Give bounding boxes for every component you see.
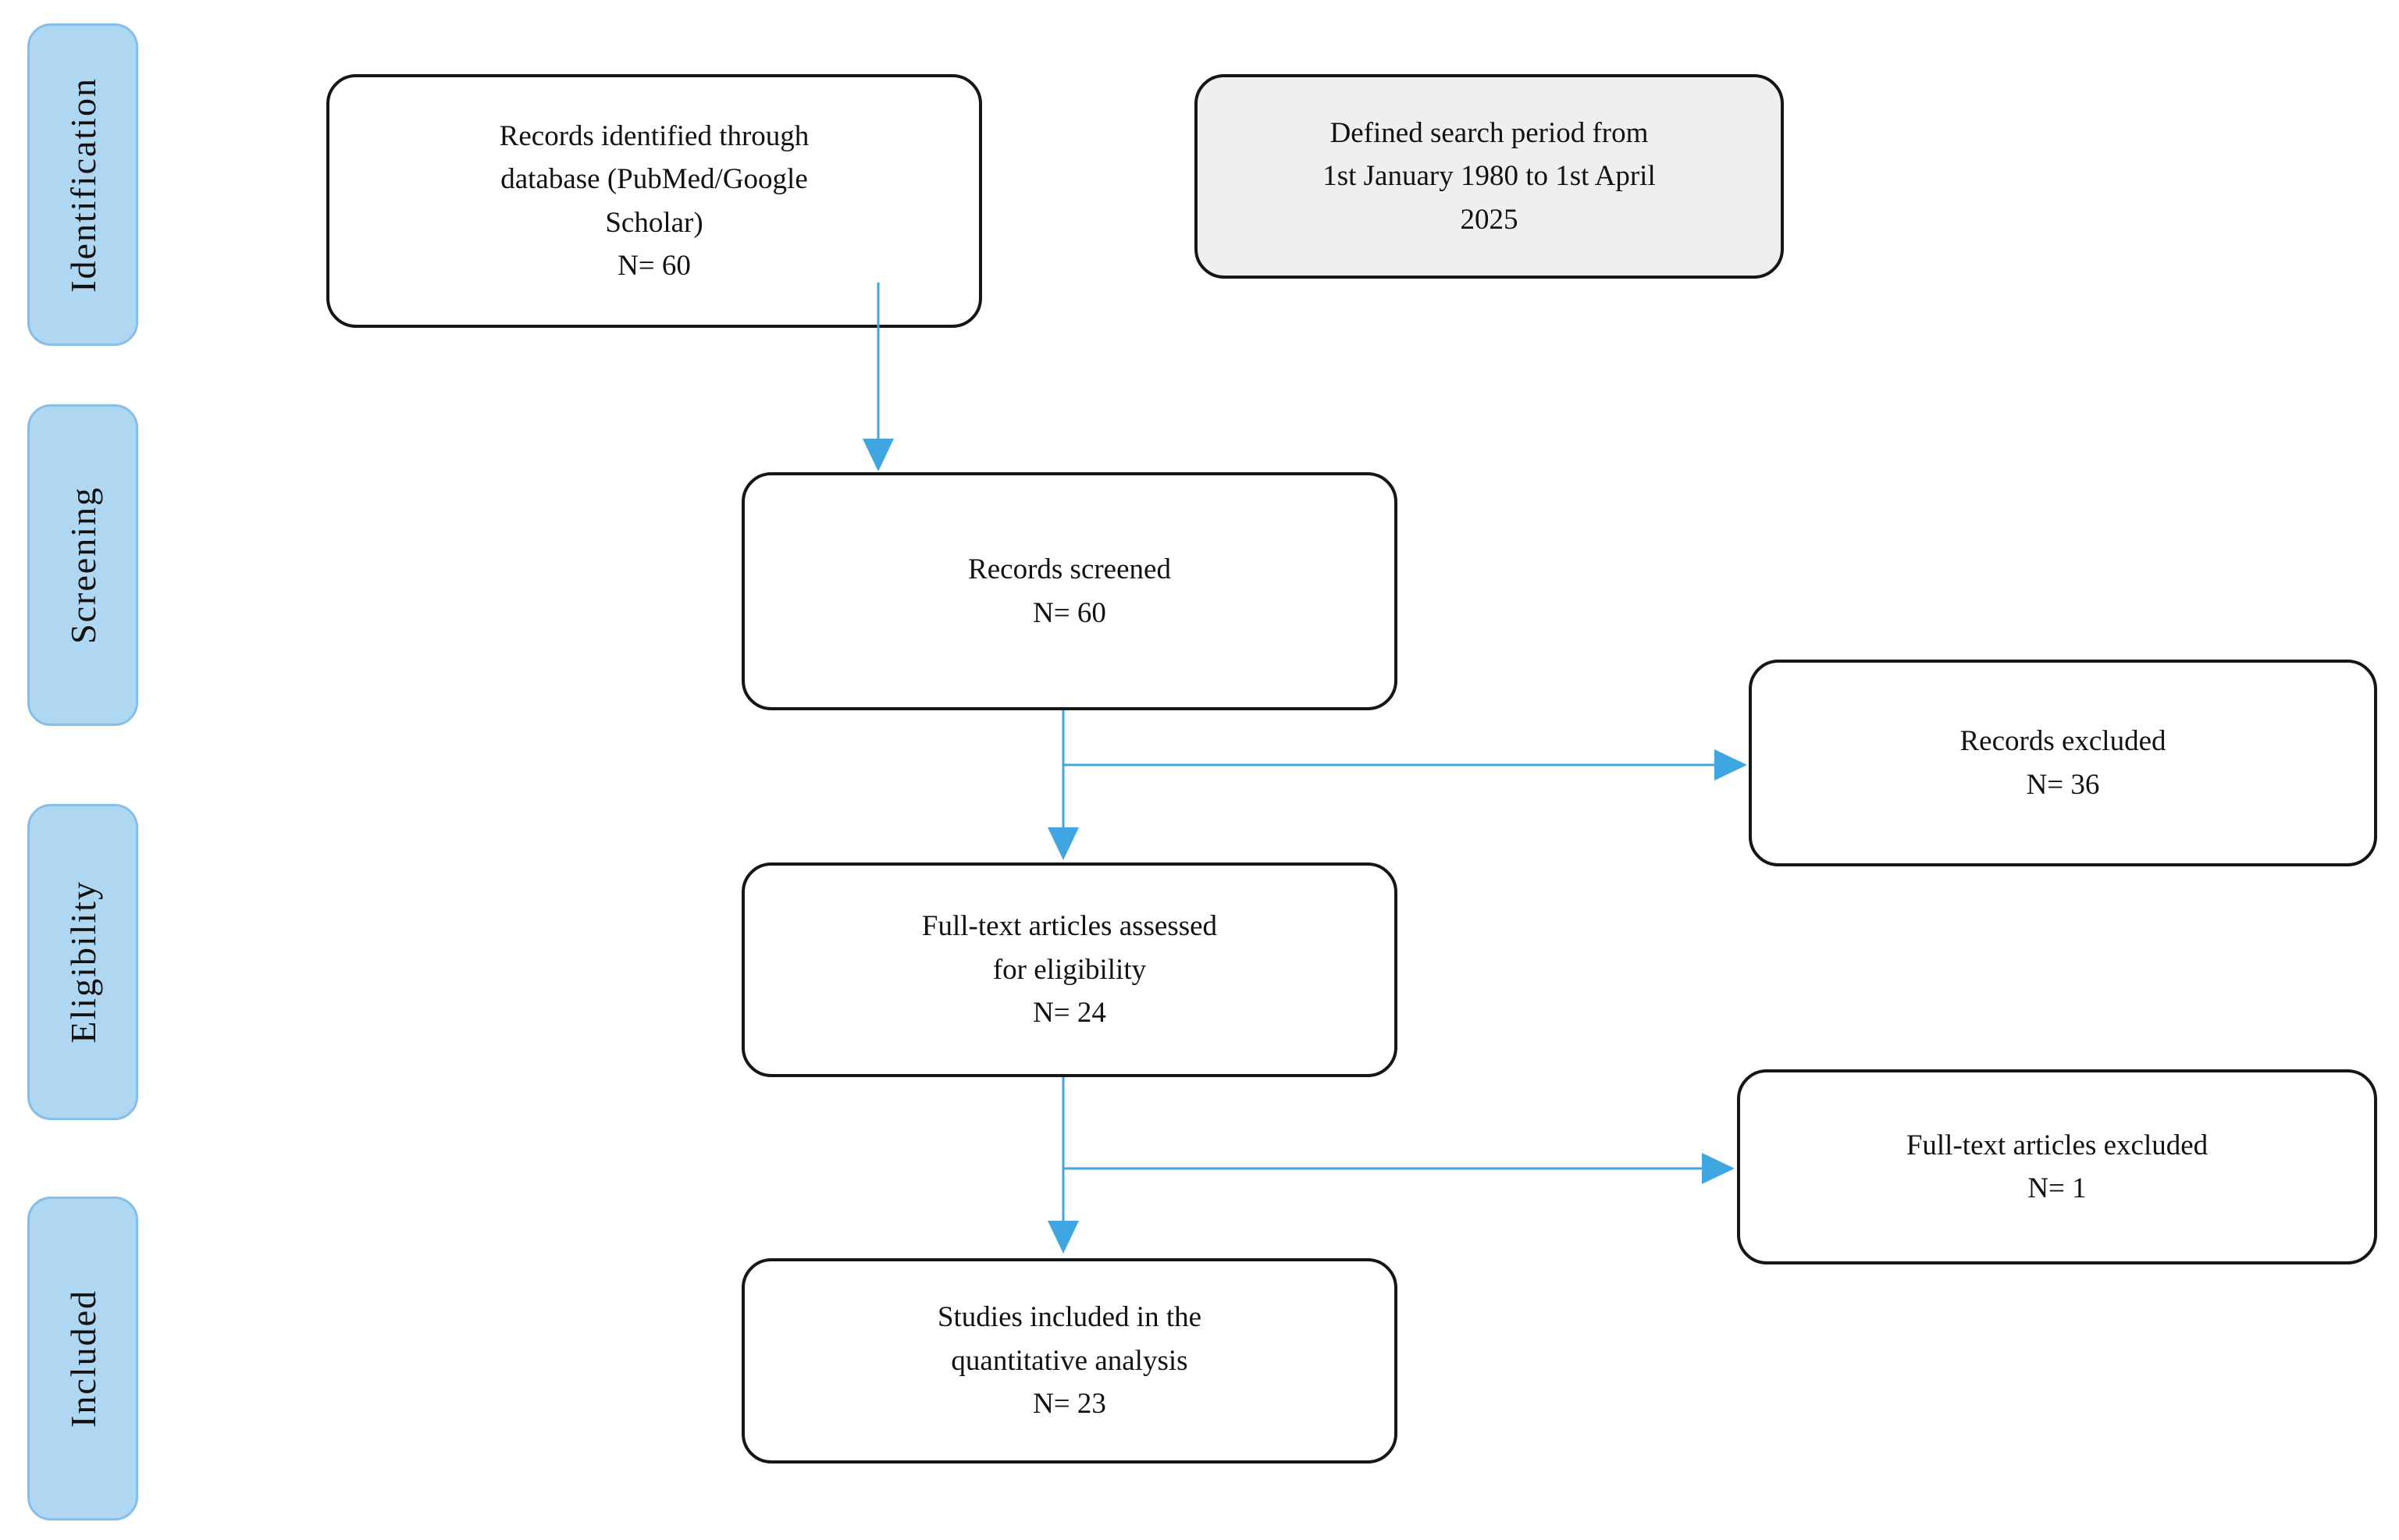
node-fulltext-assessed: Full-text articles assessed for eligibil…: [742, 862, 1397, 1077]
node-records-excluded: Records excluded N= 36: [1749, 660, 2377, 866]
node-records-screened: Records screened N= 60: [742, 472, 1397, 710]
edge-screened-to-records-excluded: [1063, 749, 1747, 781]
node-records-screened-label: Records screened: [968, 553, 1171, 585]
node-records-excluded-count: N= 36: [2026, 768, 2100, 801]
edge-assessed-to-included: [1048, 1077, 1079, 1254]
node-studies-included-label: Studies included in the quantitative ana…: [937, 1301, 1202, 1377]
stage-included-label: Included: [62, 1289, 103, 1428]
node-fulltext-excluded: Full-text articles excluded N= 1: [1737, 1069, 2377, 1264]
stage-screening: Screening: [27, 404, 138, 726]
stage-identification-label: Identification: [62, 76, 103, 293]
edge-assessed-to-fulltext-excluded: [1063, 1153, 1735, 1184]
node-fulltext-excluded-label: Full-text articles excluded: [1906, 1129, 2209, 1161]
node-records-identified-count: N= 60: [618, 250, 691, 282]
node-fulltext-assessed-count: N= 24: [1033, 997, 1106, 1030]
stage-identification: Identification: [27, 23, 138, 346]
stage-included: Included: [27, 1197, 138, 1520]
node-search-period: Defined search period from 1st January 1…: [1194, 74, 1784, 279]
node-studies-included-count: N= 23: [1033, 1388, 1106, 1421]
node-records-excluded-label: Records excluded: [1959, 725, 2166, 757]
node-studies-included: Studies included in the quantitative ana…: [742, 1258, 1397, 1464]
node-fulltext-assessed-label: Full-text articles assessed for eligibil…: [921, 910, 1218, 986]
stage-eligibility-label: Eligibility: [62, 880, 103, 1044]
node-fulltext-excluded-count: N= 1: [2027, 1172, 2087, 1204]
node-records-identified: Records identified through database (Pub…: [326, 74, 982, 328]
node-search-period-label: Defined search period from 1st January 1…: [1322, 116, 1656, 236]
stage-eligibility: Eligibility: [27, 804, 138, 1120]
node-records-identified-label: Records identified through database (Pub…: [499, 119, 810, 239]
edge-screened-to-assessed: [1048, 710, 1079, 860]
stage-screening-label: Screening: [62, 486, 103, 644]
node-records-screened-count: N= 60: [1033, 596, 1106, 629]
